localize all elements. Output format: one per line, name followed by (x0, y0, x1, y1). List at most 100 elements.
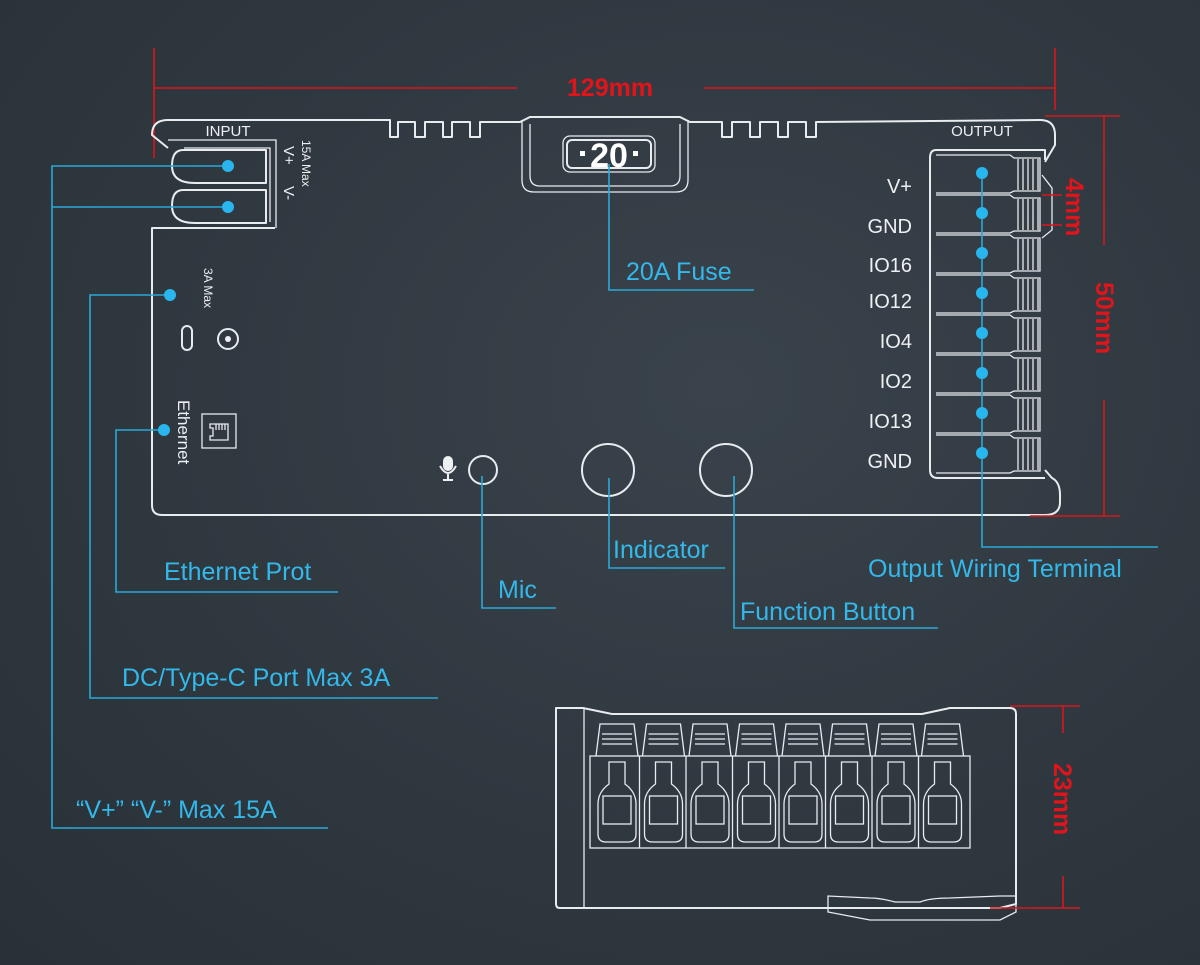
input-terminal-vminus (171, 189, 267, 224)
output-pin-dot (976, 167, 988, 179)
side-terminal-window (741, 795, 772, 825)
side-terminal-slot (783, 761, 823, 843)
output-pin-dot (976, 207, 988, 219)
side-terminal-window (881, 795, 911, 825)
side-terminal-lever (688, 723, 732, 757)
function-button[interactable] (699, 443, 753, 497)
input-vplus-label: V+ (280, 146, 297, 165)
dc-port-callout: DC/Type-C Port Max 3A (122, 664, 390, 692)
output-terminal-slot (936, 354, 1041, 394)
type-c-port-icon (181, 325, 193, 351)
side-terminal-frame (589, 755, 971, 849)
ethernet-label: Ethernet (174, 400, 193, 465)
side-terminal-lever (920, 723, 965, 757)
mic-icon (439, 456, 457, 481)
indicator-callout: Indicator (613, 536, 709, 564)
input-terminal-vplus (171, 149, 267, 184)
power-input-callout: “V+” “V-” Max 15A (76, 796, 277, 824)
side-terminal-slot (829, 761, 870, 843)
power-input-leader (51, 165, 328, 829)
width-dim-label: 129mm (567, 74, 653, 102)
side-terminal-slot (643, 761, 684, 843)
pitch-bracket (1041, 174, 1053, 239)
output-terminal-slot (936, 194, 1041, 234)
fuse-housing (521, 120, 689, 193)
ethernet-leader (115, 429, 338, 593)
output-pin-dot (976, 247, 988, 259)
side-terminal-lever (734, 723, 779, 757)
output-terminal-slot (936, 434, 1041, 474)
board-corner-tl (151, 119, 169, 149)
power-vplus-dot (222, 160, 234, 172)
mic-callout: Mic (498, 576, 537, 604)
function-button-callout: Function Button (740, 598, 915, 626)
dc-port-leader (89, 294, 438, 699)
height-dim-label: 50mm (1090, 282, 1118, 354)
mic-leader (481, 476, 556, 609)
output-terminal-slot (936, 234, 1041, 274)
dc-jack-center (225, 336, 231, 342)
output-pin-dot (976, 367, 988, 379)
fuse-dot-right (633, 151, 638, 156)
output-terminal-slot (936, 154, 1041, 194)
side-terminal-lever (827, 723, 872, 757)
side-terminal-lever (641, 723, 686, 757)
side-terminal-slot (922, 761, 963, 843)
dc-jack-icon (217, 328, 239, 350)
side-terminal-window (602, 795, 632, 825)
ethernet-callout: Ethernet Prot (164, 558, 311, 586)
depth-dim-label: 23mm (1048, 763, 1076, 835)
fuse-callout: 20A Fuse (626, 258, 732, 286)
indicator-led (581, 443, 635, 497)
output-pin-label: IO13 (869, 411, 912, 433)
side-view-body (555, 707, 1017, 909)
side-terminal-slot (597, 761, 637, 843)
input-terminal-housing (168, 139, 277, 228)
input-vminus-label: V- (280, 186, 297, 200)
output-pin-dot (976, 327, 988, 339)
pitch-dim-label: 4mm (1060, 178, 1088, 236)
output-pin-label: IO12 (869, 291, 912, 313)
output-pin-label: V+ (887, 176, 912, 198)
output-terminal-slots (936, 154, 1041, 474)
side-terminal-window (927, 795, 958, 825)
output-terminal-slot (936, 314, 1041, 354)
mic-hole (468, 455, 498, 485)
fuse-dot-left (580, 151, 585, 156)
depth-dimension: 23mm (990, 705, 1080, 909)
output-pin-label: IO2 (880, 371, 912, 393)
output-terminal-callout: Output Wiring Terminal (868, 555, 1122, 583)
output-pin-dot (976, 447, 988, 459)
side-terminal-window (695, 795, 725, 825)
output-pin-label: GND (868, 451, 912, 473)
board-top-view: 20 INPUT V+ V- 15A Max 3A Max Ethernet (151, 116, 1061, 516)
side-view (555, 707, 1017, 921)
height-dimension: 50mm (1030, 115, 1120, 517)
side-terminal-lever (781, 723, 825, 757)
output-pin-dot (976, 287, 988, 299)
output-terminal-housing (929, 149, 1046, 479)
side-latch (827, 895, 1017, 921)
side-terminal-slots (595, 723, 965, 848)
dc-max-label: 3A Max (201, 268, 215, 308)
side-terminal-slot (736, 761, 777, 843)
side-terminal-lever (595, 723, 639, 757)
width-dimension: 129mm (153, 48, 1056, 158)
output-terminal-slot (936, 274, 1041, 314)
output-label: OUTPUT (951, 123, 1013, 140)
output-pin-dot (976, 407, 988, 419)
output-pin-label: IO16 (869, 255, 912, 277)
dc-port-dot (164, 289, 176, 301)
side-terminal-lever (874, 723, 918, 757)
output-pin-label: GND (868, 216, 912, 238)
input-max-label: 15A Max (299, 140, 313, 187)
output-pin-label: IO4 (880, 331, 912, 353)
side-terminal-slot (876, 761, 916, 843)
side-terminal-window (648, 795, 679, 825)
output-terminal-slot (936, 394, 1041, 434)
indicator-leader (608, 478, 725, 569)
input-label: INPUT (206, 123, 251, 140)
ethernet-port-icon (201, 413, 237, 449)
